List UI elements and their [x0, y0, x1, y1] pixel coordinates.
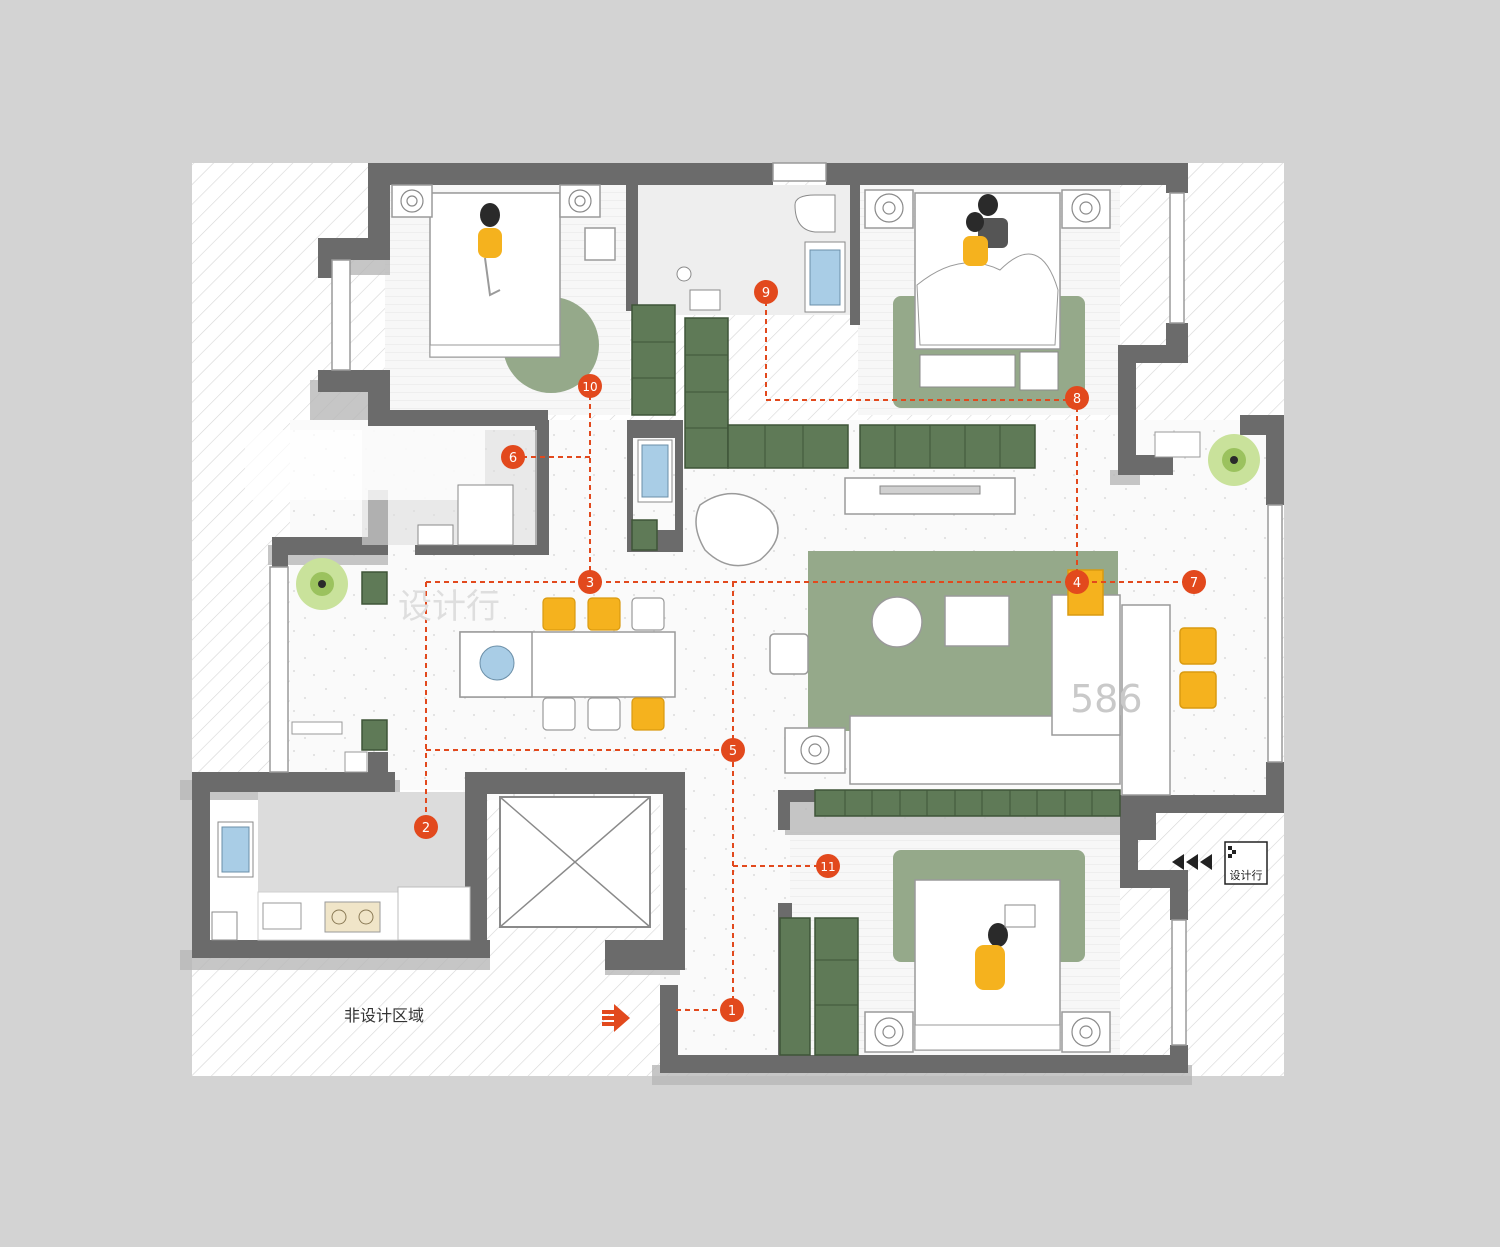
logo-badge: 设计行: [1224, 841, 1268, 885]
bench: [919, 354, 1016, 388]
marker-2: 2: [414, 815, 438, 839]
svg-text:3: 3: [586, 576, 594, 591]
svg-text:设计行: 设计行: [1230, 869, 1263, 882]
svg-text:5: 5: [729, 744, 737, 759]
svg-text:11: 11: [820, 860, 835, 874]
plant-icon: [1208, 434, 1260, 486]
green-cabinets: [361, 304, 1121, 1056]
cabinet-divisions: [632, 341, 1093, 1006]
marker-5: 5: [721, 738, 745, 762]
marker-8: 8: [1065, 386, 1089, 410]
bath-fixtures: [211, 194, 846, 941]
svg-text:4: 4: [1073, 576, 1081, 591]
entrance-arrow-icon: [602, 1004, 630, 1032]
marker-9: 9: [754, 280, 778, 304]
dining-chairs: [542, 597, 665, 731]
living-furniture: [695, 493, 1217, 796]
kitchen-appliances: [262, 431, 1201, 933]
person-icon: [478, 203, 502, 297]
svg-text:1: 1: [728, 1004, 736, 1019]
lamps: [400, 189, 1101, 1047]
svg-text:6: 6: [509, 451, 517, 466]
marker-7: 7: [1182, 570, 1206, 594]
svg-text:7: 7: [1190, 576, 1198, 591]
side-cabinet: [1019, 351, 1059, 391]
tv-cabinet: [844, 477, 1016, 515]
marker-11: 11: [816, 854, 840, 878]
route-markers: 1 2 3 4 5 6 7 8 9 10 11: [414, 280, 1206, 1022]
tv: [879, 485, 981, 495]
plant-icon: [296, 558, 348, 610]
svg-text:8: 8: [1073, 392, 1081, 407]
marker-6: 6: [501, 445, 525, 469]
dining-table: [459, 631, 676, 698]
watermark-digits: 586: [1070, 677, 1143, 721]
marker-3: 3: [578, 570, 602, 594]
svg-text:9: 9: [762, 286, 770, 301]
elevator-shaft: [499, 796, 651, 928]
svg-text:2: 2: [422, 821, 430, 836]
non-design-area-label: 非设计区域: [344, 1006, 424, 1025]
marker-1: 1: [720, 998, 744, 1022]
marker-10: 10: [578, 374, 602, 398]
triple-arrow-icon: [1172, 854, 1212, 870]
marker-4: 4: [1065, 570, 1089, 594]
person-icon: [975, 904, 1036, 990]
windows: [269, 162, 1283, 1046]
watermark-text: 设计行: [398, 587, 500, 627]
svg-text:10: 10: [582, 380, 597, 394]
walls: [192, 163, 1284, 1073]
person-icon: [963, 194, 1008, 266]
